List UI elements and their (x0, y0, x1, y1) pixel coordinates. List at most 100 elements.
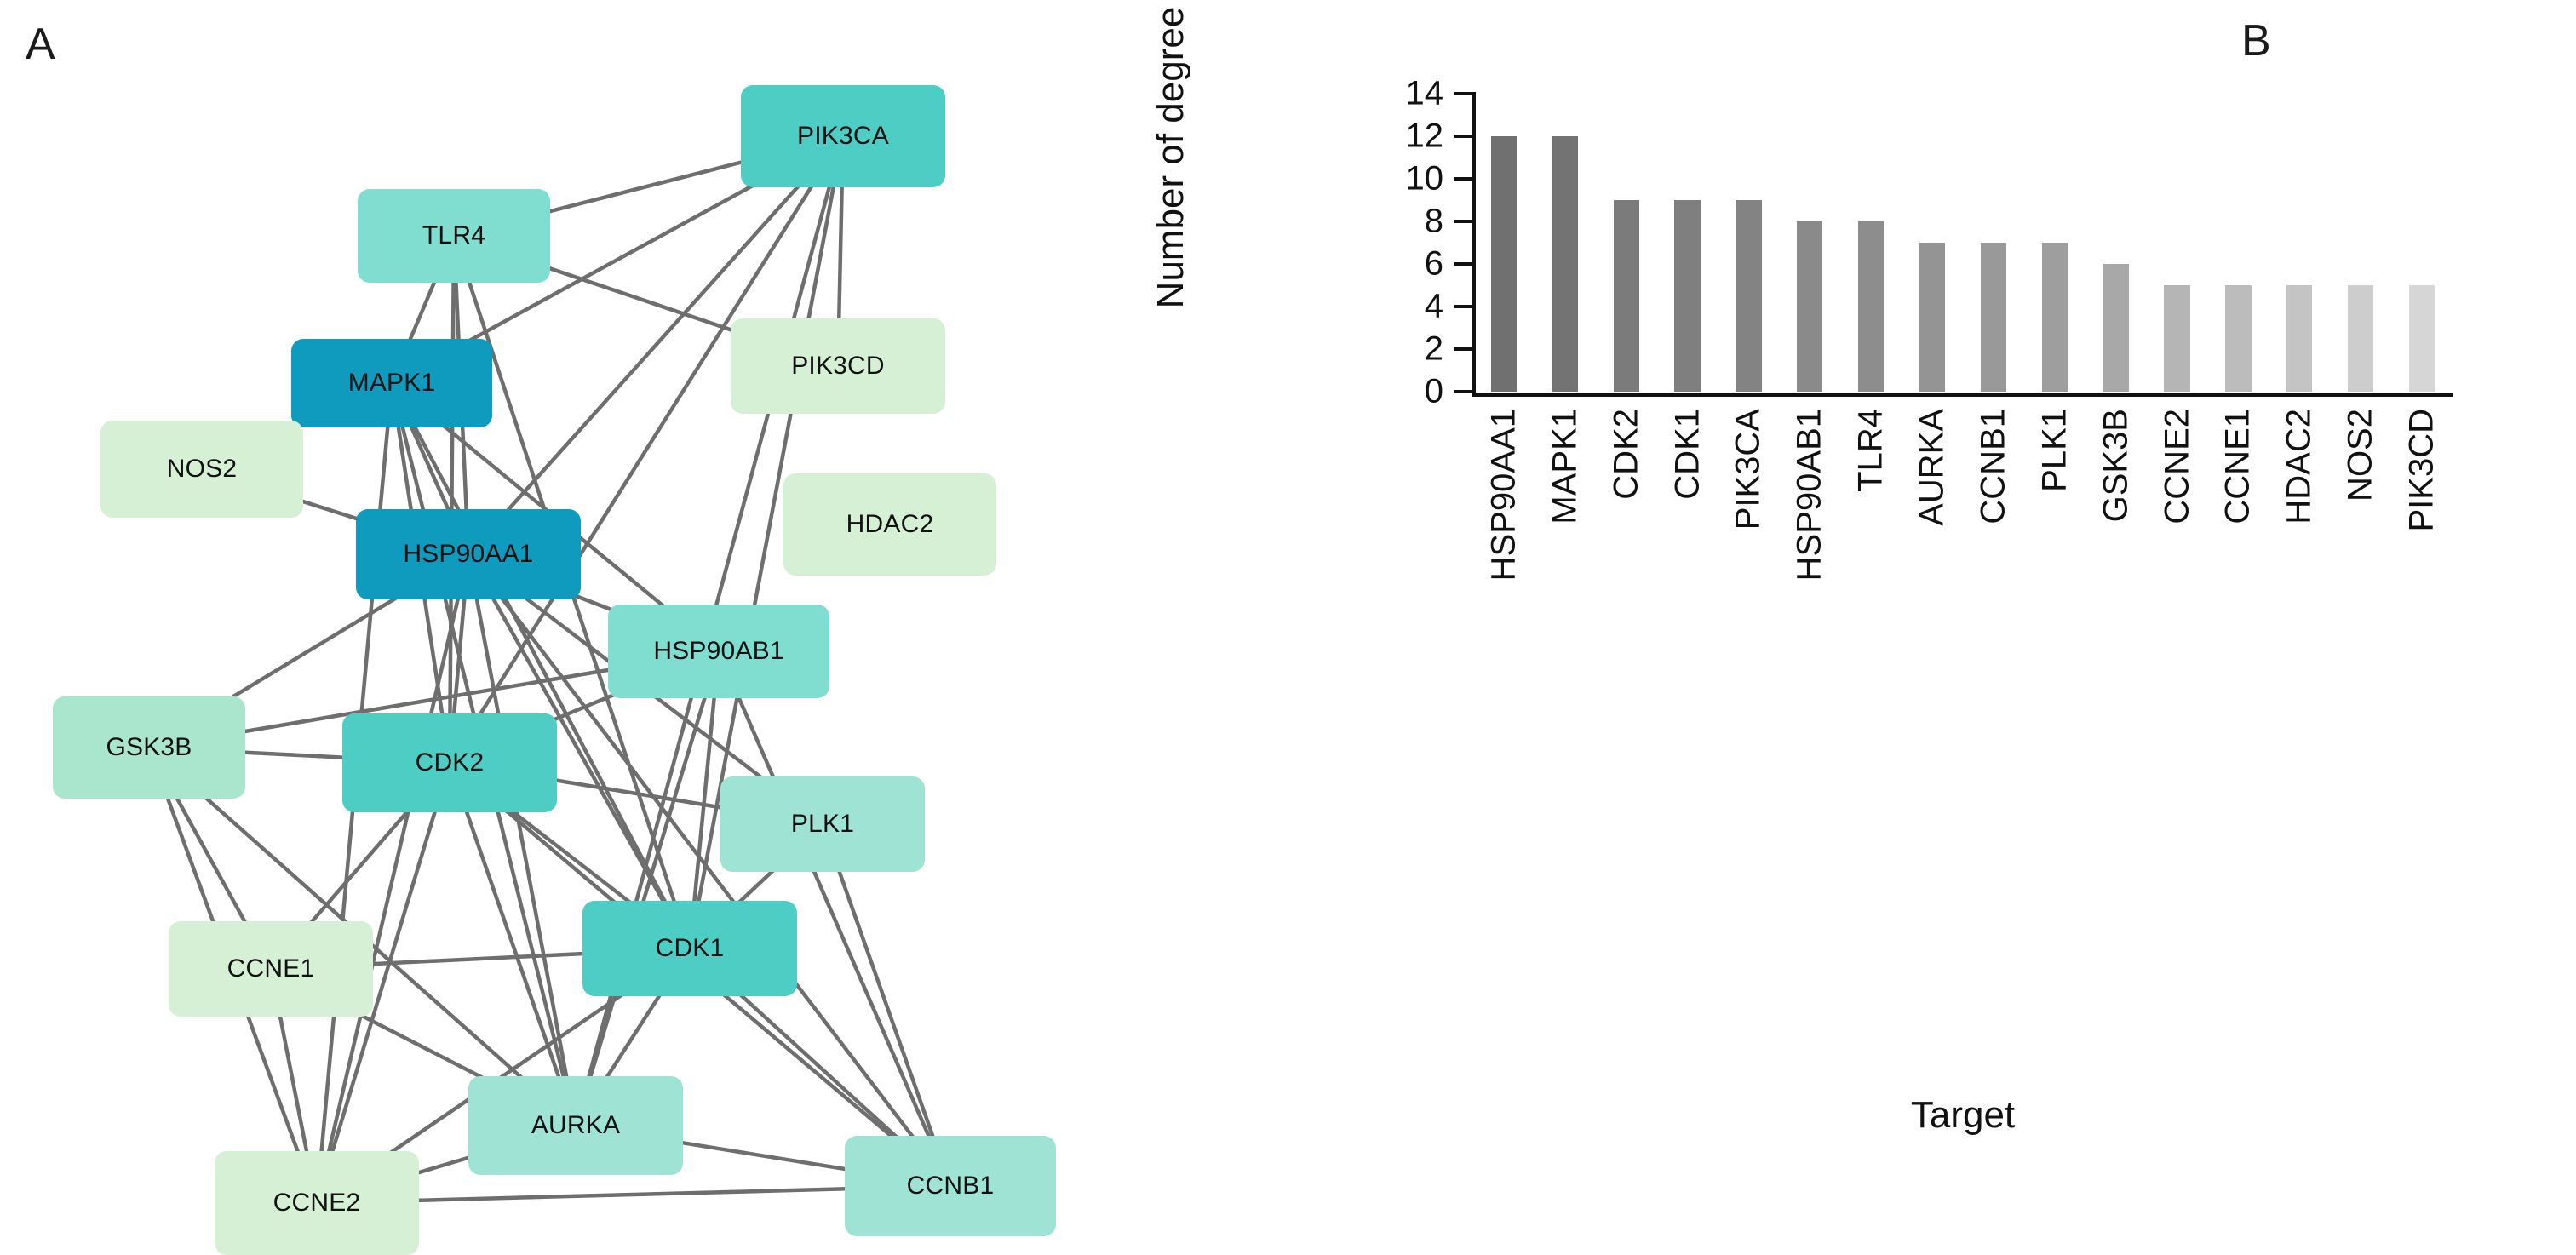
x-tick-label: PLK1 (2035, 409, 2074, 492)
network-node-hsp90aa1[interactable]: HSP90AA1 (356, 509, 581, 599)
network-node-label: GSK3B (106, 733, 192, 761)
y-tick-label: 10 (1405, 159, 1444, 198)
panel-a-label: A (26, 20, 55, 69)
network-edge (466, 134, 846, 557)
network-node-cdk2[interactable]: CDK2 (342, 713, 557, 812)
network-node-label: NOS2 (166, 455, 238, 483)
y-tick-mark (1454, 135, 1473, 138)
network-edge (687, 649, 721, 951)
bar-cdk1[interactable] (1674, 200, 1701, 392)
network-edge (466, 552, 692, 951)
y-tick-label: 6 (1424, 244, 1443, 283)
bar-ccne2[interactable] (2164, 285, 2190, 392)
x-tick-label: CCNE2 (2158, 409, 2196, 524)
bar-cdk2[interactable] (1613, 200, 1639, 392)
bar-hsp90ab1[interactable] (1797, 221, 1823, 392)
x-tick-label: MAPK1 (1546, 409, 1584, 524)
y-tick-mark (1454, 220, 1473, 223)
network-node-label: PIK3CD (791, 352, 885, 380)
x-tick-label: CCNE1 (2218, 409, 2257, 524)
network-edge (466, 552, 578, 1128)
bar-mapk1[interactable] (1552, 136, 1578, 392)
y-tick-label: 12 (1405, 117, 1444, 155)
network-node-label: CDK2 (415, 748, 485, 776)
network-node-label: TLR4 (422, 221, 486, 249)
network-node-ccne1[interactable]: CCNE1 (169, 921, 373, 1017)
x-tick-label: CCNB1 (1974, 409, 2012, 524)
y-tick-mark (1454, 92, 1473, 95)
x-tick-label: HSP90AB1 (1790, 409, 1828, 582)
network-node-hsp90ab1[interactable]: HSP90AB1 (608, 605, 829, 698)
bar-ccnb1[interactable] (1980, 243, 2007, 392)
bar-nos2[interactable] (2348, 285, 2374, 392)
x-tick-label: PIK3CA (1729, 409, 1767, 530)
network-edge (573, 649, 721, 1128)
bar-hsp90aa1[interactable] (1490, 136, 1517, 392)
bar-aurka[interactable] (1919, 243, 1946, 392)
network-node-label: HSP90AA1 (403, 540, 534, 568)
network-edge (466, 552, 953, 1189)
network-node-pik3cd[interactable]: PIK3CD (731, 318, 945, 414)
network-node-label: PLK1 (790, 810, 855, 838)
x-tick-label: GSK3B (2097, 409, 2135, 523)
network-edge (447, 760, 578, 1128)
network-node-mapk1[interactable]: MAPK1 (291, 339, 492, 427)
network-node-ccne2[interactable]: CCNE2 (215, 1151, 419, 1255)
network-node-label: MAPK1 (347, 369, 436, 397)
y-tick-mark (1454, 262, 1473, 266)
x-axis-line (1472, 393, 2453, 397)
network-node-gsk3b[interactable]: GSK3B (53, 696, 245, 799)
network-node-aurka[interactable]: AURKA (468, 1076, 683, 1175)
y-axis-line (1472, 92, 1476, 395)
y-tick-label: 4 (1424, 287, 1443, 325)
bar-tlr4[interactable] (1858, 221, 1885, 392)
network-edge (687, 134, 846, 951)
network-edge (820, 822, 953, 1189)
bar-pik3cd[interactable] (2408, 285, 2435, 392)
network-edge (314, 760, 452, 1206)
x-tick-label: AURKA (1913, 409, 1951, 526)
y-tick-label: 14 (1405, 74, 1444, 112)
x-tick-label: CDK1 (1668, 409, 1707, 500)
network-node-pik3ca[interactable]: PIK3CA (741, 85, 945, 187)
network-node-label: CCNB1 (906, 1172, 995, 1200)
y-tick-label: 0 (1424, 372, 1443, 410)
bar-hdac2[interactable] (2286, 285, 2313, 392)
network-node-label: AURKA (531, 1111, 621, 1139)
y-tick-mark (1454, 347, 1473, 351)
y-axis-label: Number of degree (1150, 6, 1191, 309)
x-tick-label: TLR4 (1851, 409, 1890, 492)
bar-gsk3b[interactable] (2103, 264, 2129, 392)
network-edge (716, 649, 953, 1189)
x-tick-label: NOS2 (2341, 409, 2379, 501)
network-node-label: CDK1 (655, 934, 725, 962)
network-node-label: HSP90AB1 (653, 637, 784, 665)
y-tick-mark (1454, 390, 1473, 393)
network-node-label: HDAC2 (846, 510, 934, 538)
network-node-ccnb1[interactable]: CCNB1 (845, 1136, 1056, 1236)
x-tick-label: HDAC2 (2280, 409, 2318, 524)
network-edge (447, 134, 846, 765)
network-node-label: CCNE1 (227, 954, 315, 983)
network-node-cdk1[interactable]: CDK1 (582, 901, 797, 996)
network-node-label: CCNE2 (273, 1189, 361, 1217)
panel-b-label: B (2241, 16, 2271, 66)
y-tick-mark (1454, 177, 1473, 181)
bar-plk1[interactable] (2041, 243, 2068, 392)
plot-area (1473, 94, 2453, 392)
x-tick-label: HSP90AA1 (1484, 409, 1523, 582)
bar-ccne1[interactable] (2225, 285, 2252, 392)
x-tick-label: CDK2 (1607, 409, 1645, 500)
network-node-hdac2[interactable]: HDAC2 (783, 473, 996, 576)
network-node-nos2[interactable]: NOS2 (100, 421, 303, 518)
network-node-tlr4[interactable]: TLR4 (358, 189, 550, 283)
y-tick-mark (1454, 305, 1473, 308)
network-edge (314, 552, 471, 1206)
y-tick-label: 2 (1424, 330, 1443, 368)
bar-pik3ca[interactable] (1736, 200, 1762, 392)
x-tick-label: PIK3CD (2402, 409, 2441, 532)
network-node-plk1[interactable]: PLK1 (720, 776, 925, 872)
